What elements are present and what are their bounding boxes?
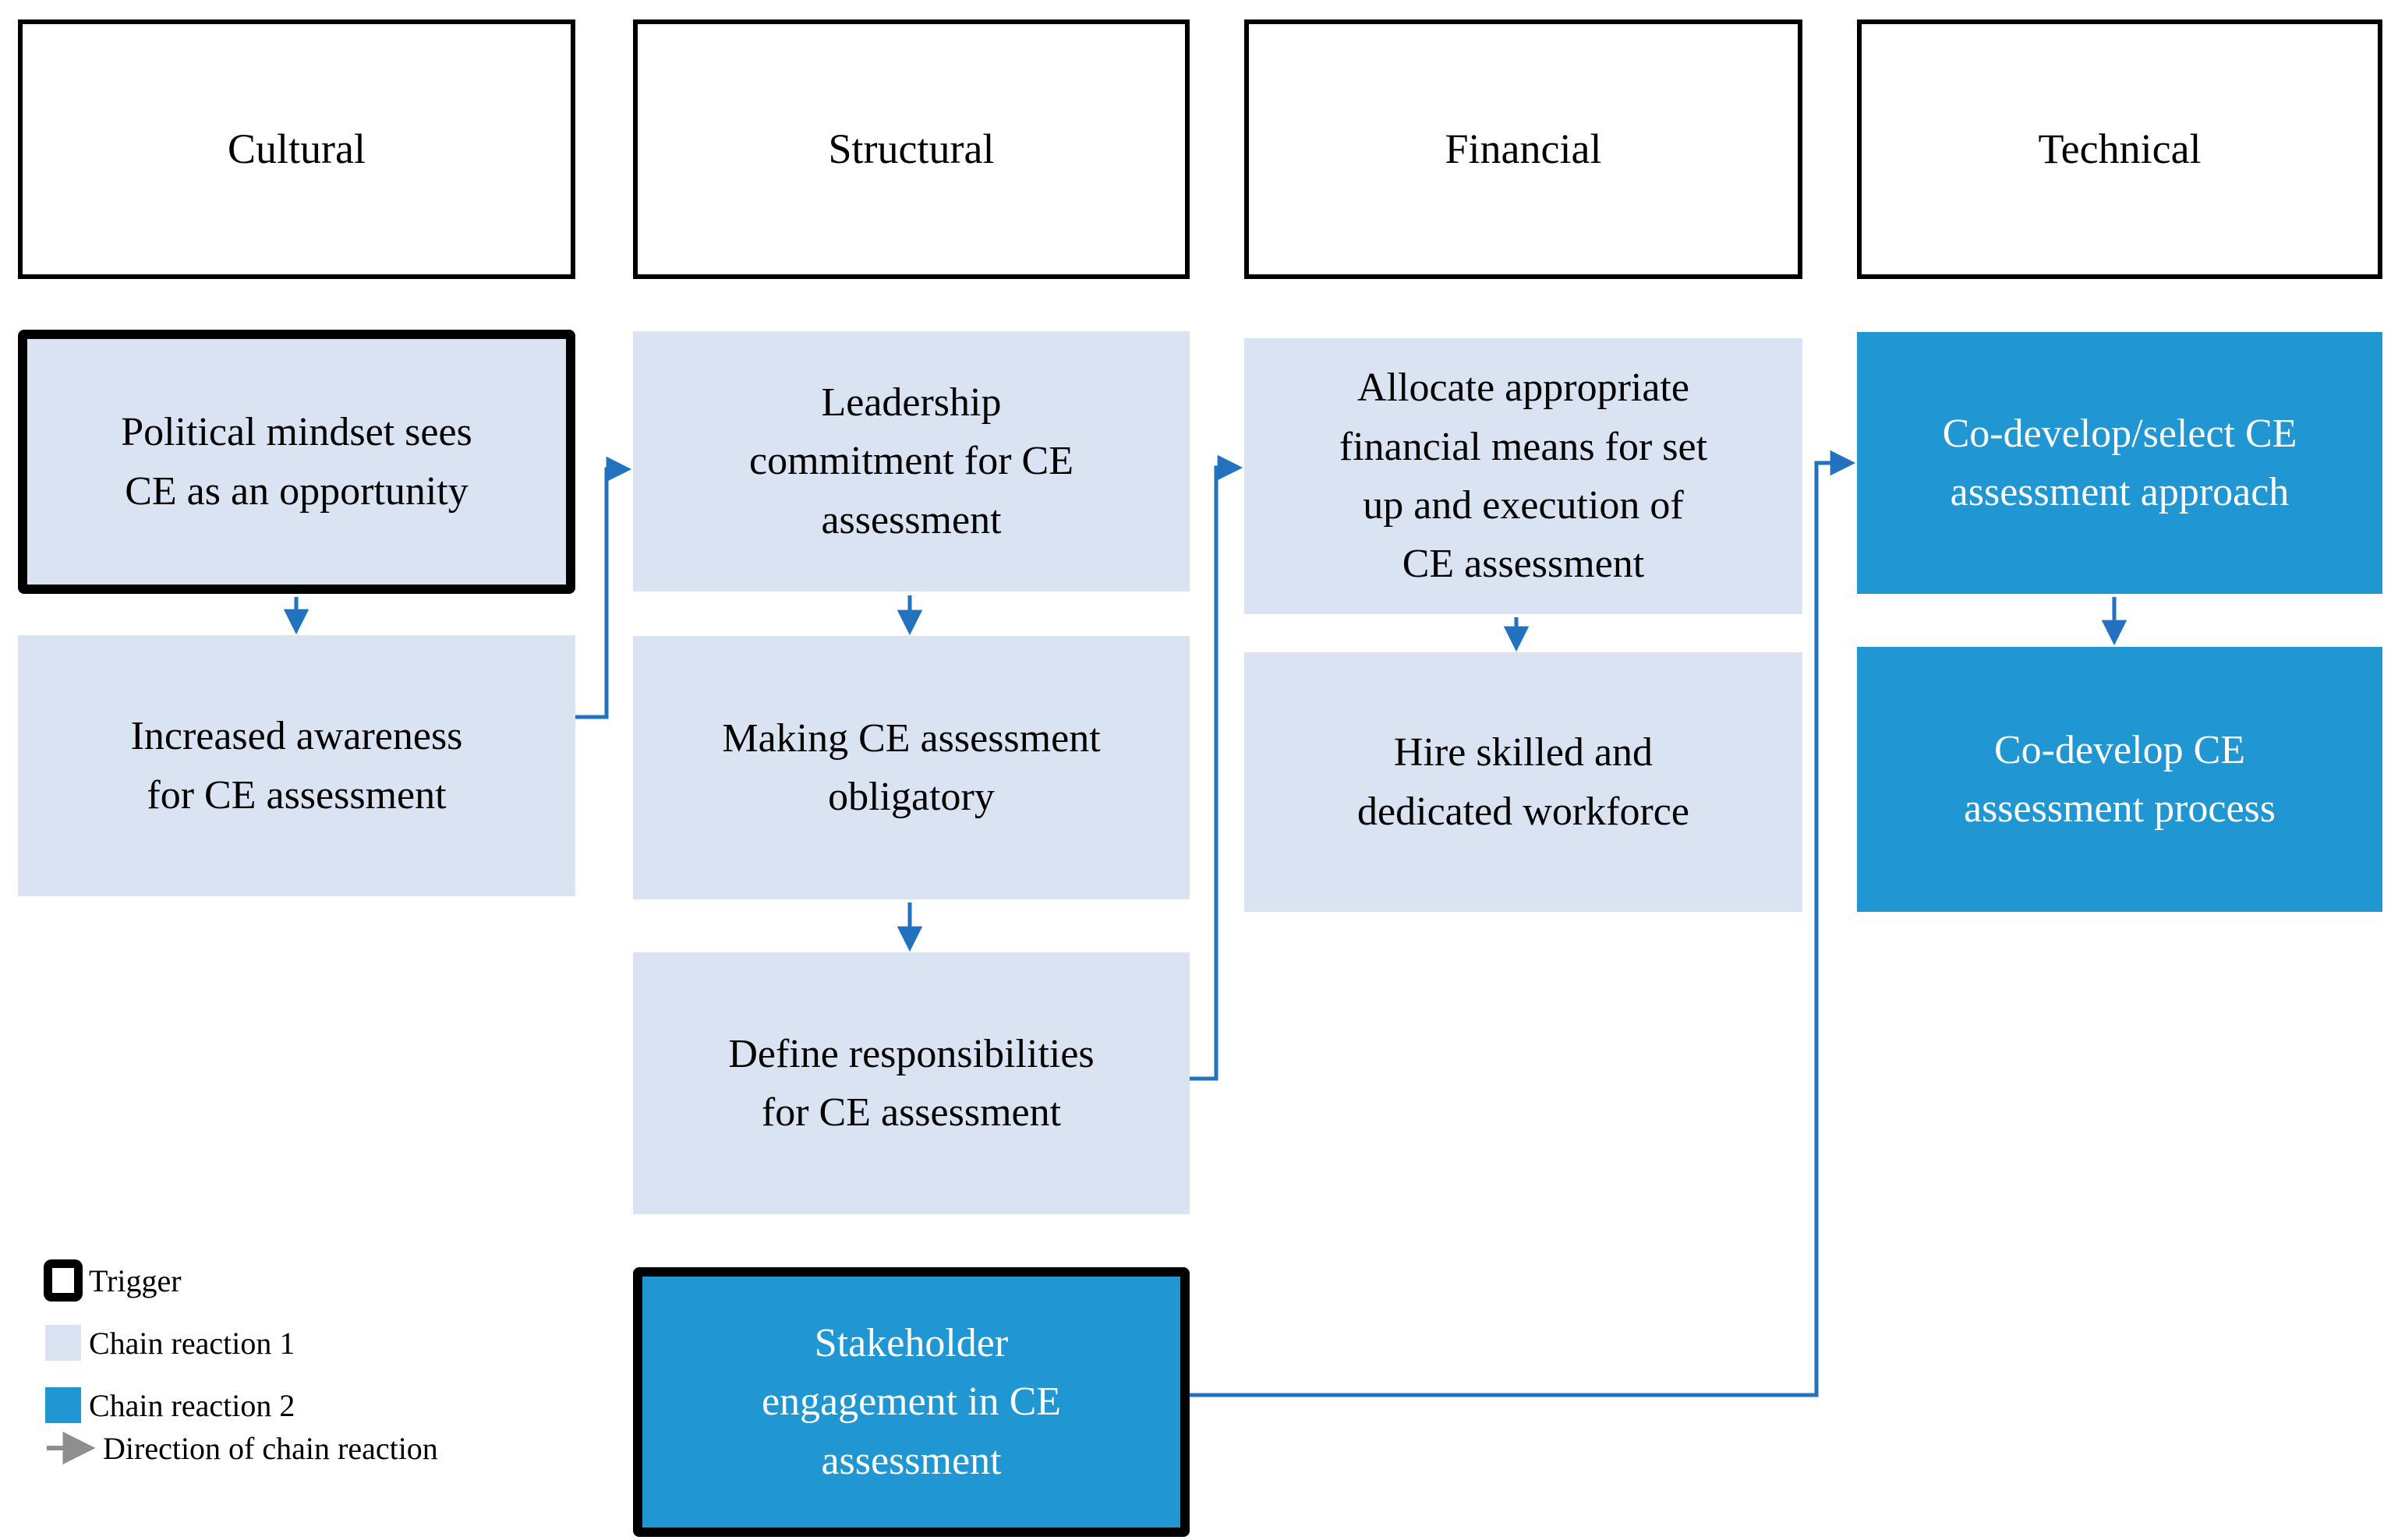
box-stakeholder-engagement-trigger: Stakeholder engagement in CE assessment xyxy=(633,1267,1190,1537)
box-codevelop-select-approach: Co-develop/select CE assessment approach xyxy=(1857,332,2382,594)
legend-chain2-label: Chain reaction 2 xyxy=(89,1387,295,1423)
box-define-responsibilities: Define responsibilities for CE assessmen… xyxy=(633,952,1190,1214)
legend-chain1-swatch-icon xyxy=(45,1325,81,1361)
box-increased-awareness-label: Increased awareness for CE assessment xyxy=(130,714,463,818)
header-technical: Technical xyxy=(1857,19,2382,279)
box-stakeholder-engagement-label: Stakeholder engagement in CE assessment xyxy=(761,1320,1062,1483)
box-making-obligatory-label: Making CE assessment obligatory xyxy=(722,715,1101,819)
box-making-obligatory: Making CE assessment obligatory xyxy=(633,636,1190,899)
box-codevelop-process: Co-develop CE assessment process xyxy=(1857,647,2382,912)
box-increased-awareness: Increased awareness for CE assessment xyxy=(18,635,575,896)
legend-trigger-swatch-icon xyxy=(44,1259,83,1302)
legend-direction-label: Direction of chain reaction xyxy=(103,1430,438,1466)
box-codevelop-process-label: Co-develop CE assessment process xyxy=(1963,727,2276,831)
box-political-mindset-label: Political mindset sees CE as an opportun… xyxy=(121,410,472,514)
legend-chain1-label: Chain reaction 1 xyxy=(89,1325,295,1361)
header-financial-label: Financial xyxy=(1445,125,1602,173)
header-financial: Financial xyxy=(1244,19,1802,279)
box-leadership-commitment-label: Leadership commitment for CE assessment xyxy=(749,380,1073,542)
box-define-responsibilities-label: Define responsibilities for CE assessmen… xyxy=(728,1031,1095,1135)
header-technical-label: Technical xyxy=(2038,125,2202,173)
box-codevelop-select-approach-label: Co-develop/select CE assessment approach xyxy=(1942,411,2297,514)
header-cultural-label: Cultural xyxy=(228,125,366,173)
box-hire-workforce: Hire skilled and dedicated workforce xyxy=(1244,652,1802,912)
header-structural-label: Structural xyxy=(828,125,995,173)
legend-trigger-label: Trigger xyxy=(89,1263,182,1298)
box-leadership-commitment: Leadership commitment for CE assessment xyxy=(633,331,1190,592)
box-hire-workforce-label: Hire skilled and dedicated workforce xyxy=(1357,730,1689,834)
box-allocate-financial-means: Allocate appropriate financial means for… xyxy=(1244,338,1802,614)
header-structural: Structural xyxy=(633,19,1190,279)
legend-chain2-swatch-icon xyxy=(45,1387,81,1423)
connector-increased-to-leadership xyxy=(575,456,632,719)
connector-define-to-allocate xyxy=(1190,454,1243,1081)
box-political-mindset-trigger: Political mindset sees CE as an opportun… xyxy=(18,330,575,594)
box-allocate-financial-means-label: Allocate appropriate financial means for… xyxy=(1339,366,1708,587)
header-cultural: Cultural xyxy=(18,19,575,279)
